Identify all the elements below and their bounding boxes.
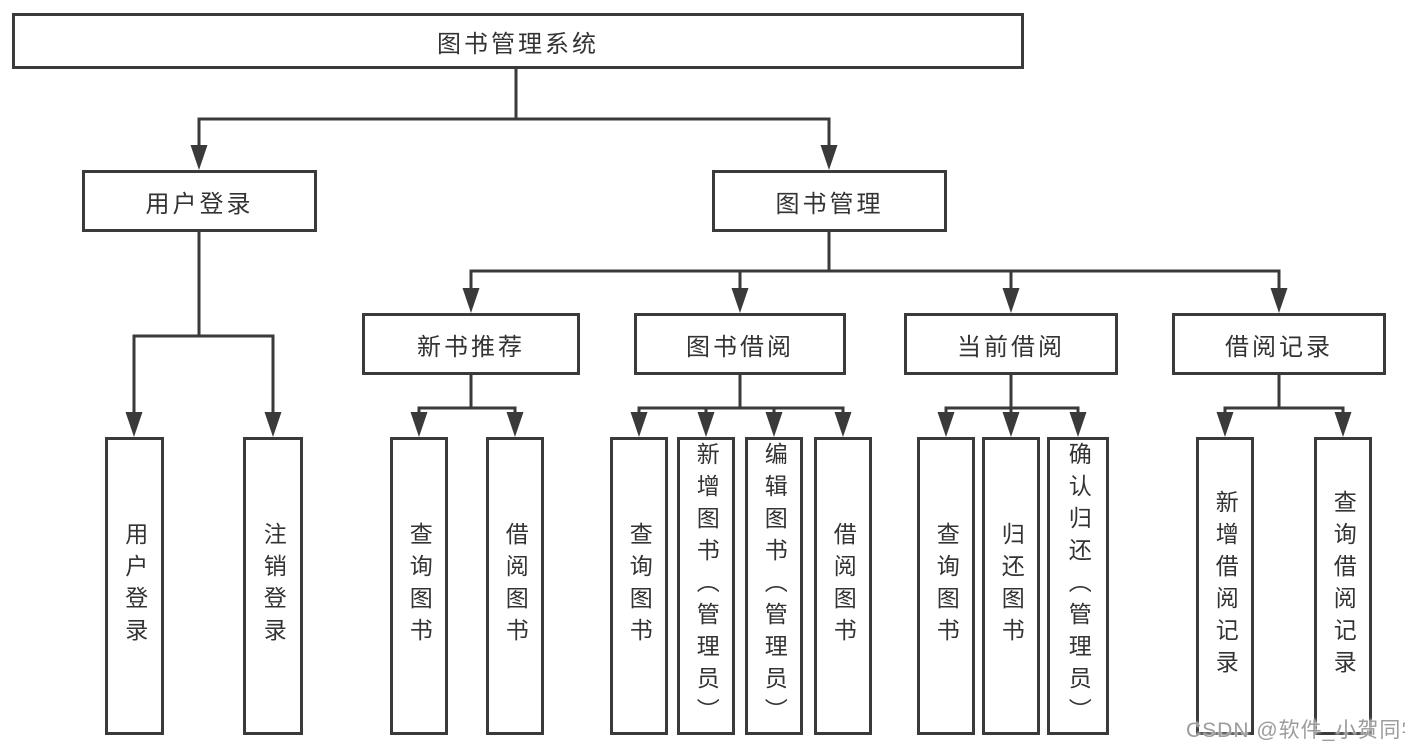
leaf-label: 归还图书 — [998, 522, 1025, 650]
leaf-label: 注销登录 — [260, 522, 287, 650]
leaf-label: 查询借阅记录 — [1330, 490, 1357, 682]
leaf-label: 编辑图书（管理员） — [761, 442, 788, 730]
leaf-query-books-recommend: 查询图书 — [390, 437, 448, 735]
leaf-query-borrow-record: 查询借阅记录 — [1314, 437, 1372, 735]
node-user-login: 用户登录 — [82, 170, 317, 232]
node-root: 图书管理系统 — [12, 13, 1024, 69]
node-label: 图书管理系统 — [437, 30, 599, 58]
node-book-management: 图书管理 — [712, 170, 947, 232]
watermark: CSDN @软件_小贺同学 — [1186, 719, 1405, 742]
node-label: 用户登录 — [145, 190, 254, 218]
leaf-label: 借阅图书 — [502, 522, 529, 650]
node-label: 当前借阅 — [957, 333, 1065, 361]
node-label: 新书推荐 — [417, 333, 525, 361]
leaf-user-login: 用户登录 — [105, 437, 164, 735]
leaf-confirm-return-admin: 确认归还（管理员） — [1047, 437, 1109, 735]
leaf-add-books-admin: 新增图书（管理员） — [677, 437, 735, 735]
node-book-borrowing: 图书借阅 — [634, 313, 846, 375]
node-borrowing-records: 借阅记录 — [1172, 313, 1386, 375]
leaf-label: 用户登录 — [121, 522, 148, 650]
node-new-book-recommendation: 新书推荐 — [362, 313, 580, 375]
leaf-label: 查询图书 — [406, 522, 433, 650]
leaf-label: 确认归还（管理员） — [1065, 442, 1092, 730]
leaf-label: 查询图书 — [933, 522, 960, 650]
leaf-query-books-borrow: 查询图书 — [610, 437, 668, 735]
leaf-borrow-books-recommend: 借阅图书 — [486, 437, 544, 735]
node-label: 图书管理 — [775, 190, 884, 218]
leaf-return-books: 归还图书 — [982, 437, 1040, 735]
leaf-add-borrow-record: 新增借阅记录 — [1196, 437, 1254, 735]
leaf-query-books-current: 查询图书 — [917, 437, 975, 735]
leaf-label: 新增借阅记录 — [1212, 490, 1239, 682]
node-current-borrowing: 当前借阅 — [904, 313, 1118, 375]
leaf-borrow-books: 借阅图书 — [814, 437, 872, 735]
leaf-label: 查询图书 — [626, 522, 653, 650]
leaf-edit-books-admin: 编辑图书（管理员） — [745, 437, 803, 735]
leaf-label: 借阅图书 — [830, 522, 857, 650]
node-label: 图书借阅 — [686, 333, 794, 361]
node-label: 借阅记录 — [1225, 333, 1333, 361]
leaf-logout: 注销登录 — [243, 437, 303, 735]
leaf-label: 新增图书（管理员） — [693, 442, 720, 730]
